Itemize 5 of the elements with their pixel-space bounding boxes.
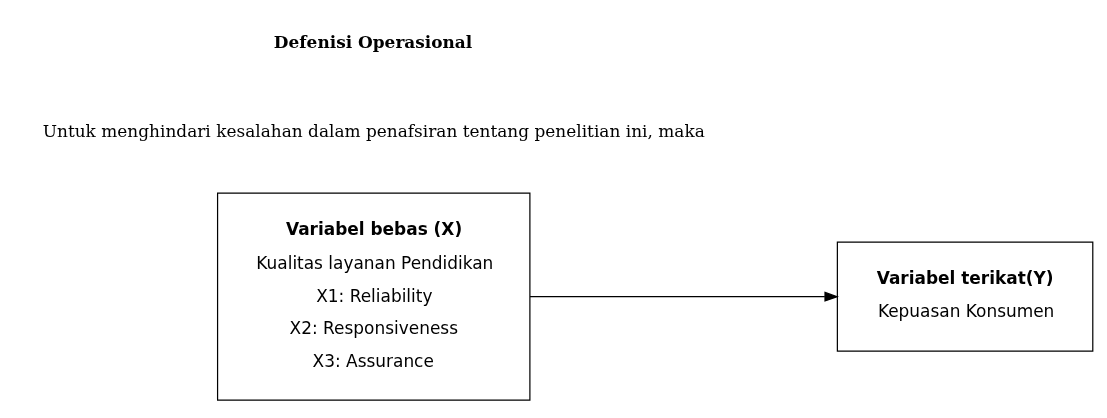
arrow: [529, 291, 839, 302]
label: Untuk menghindari kesalahan dalam penafsiran tentang penelitian ini, maka: [42, 120, 705, 141]
node-box: Variabel terikat(Y) Kepuasan Konsumen: [836, 241, 1094, 352]
node-box: Variabel bebas (X) Kualitas layanan Pendidikan X1: Reliability X2: Responsiveness X3: Assurance: [216, 192, 531, 401]
label: Defenisi Operasional: [273, 31, 473, 52]
